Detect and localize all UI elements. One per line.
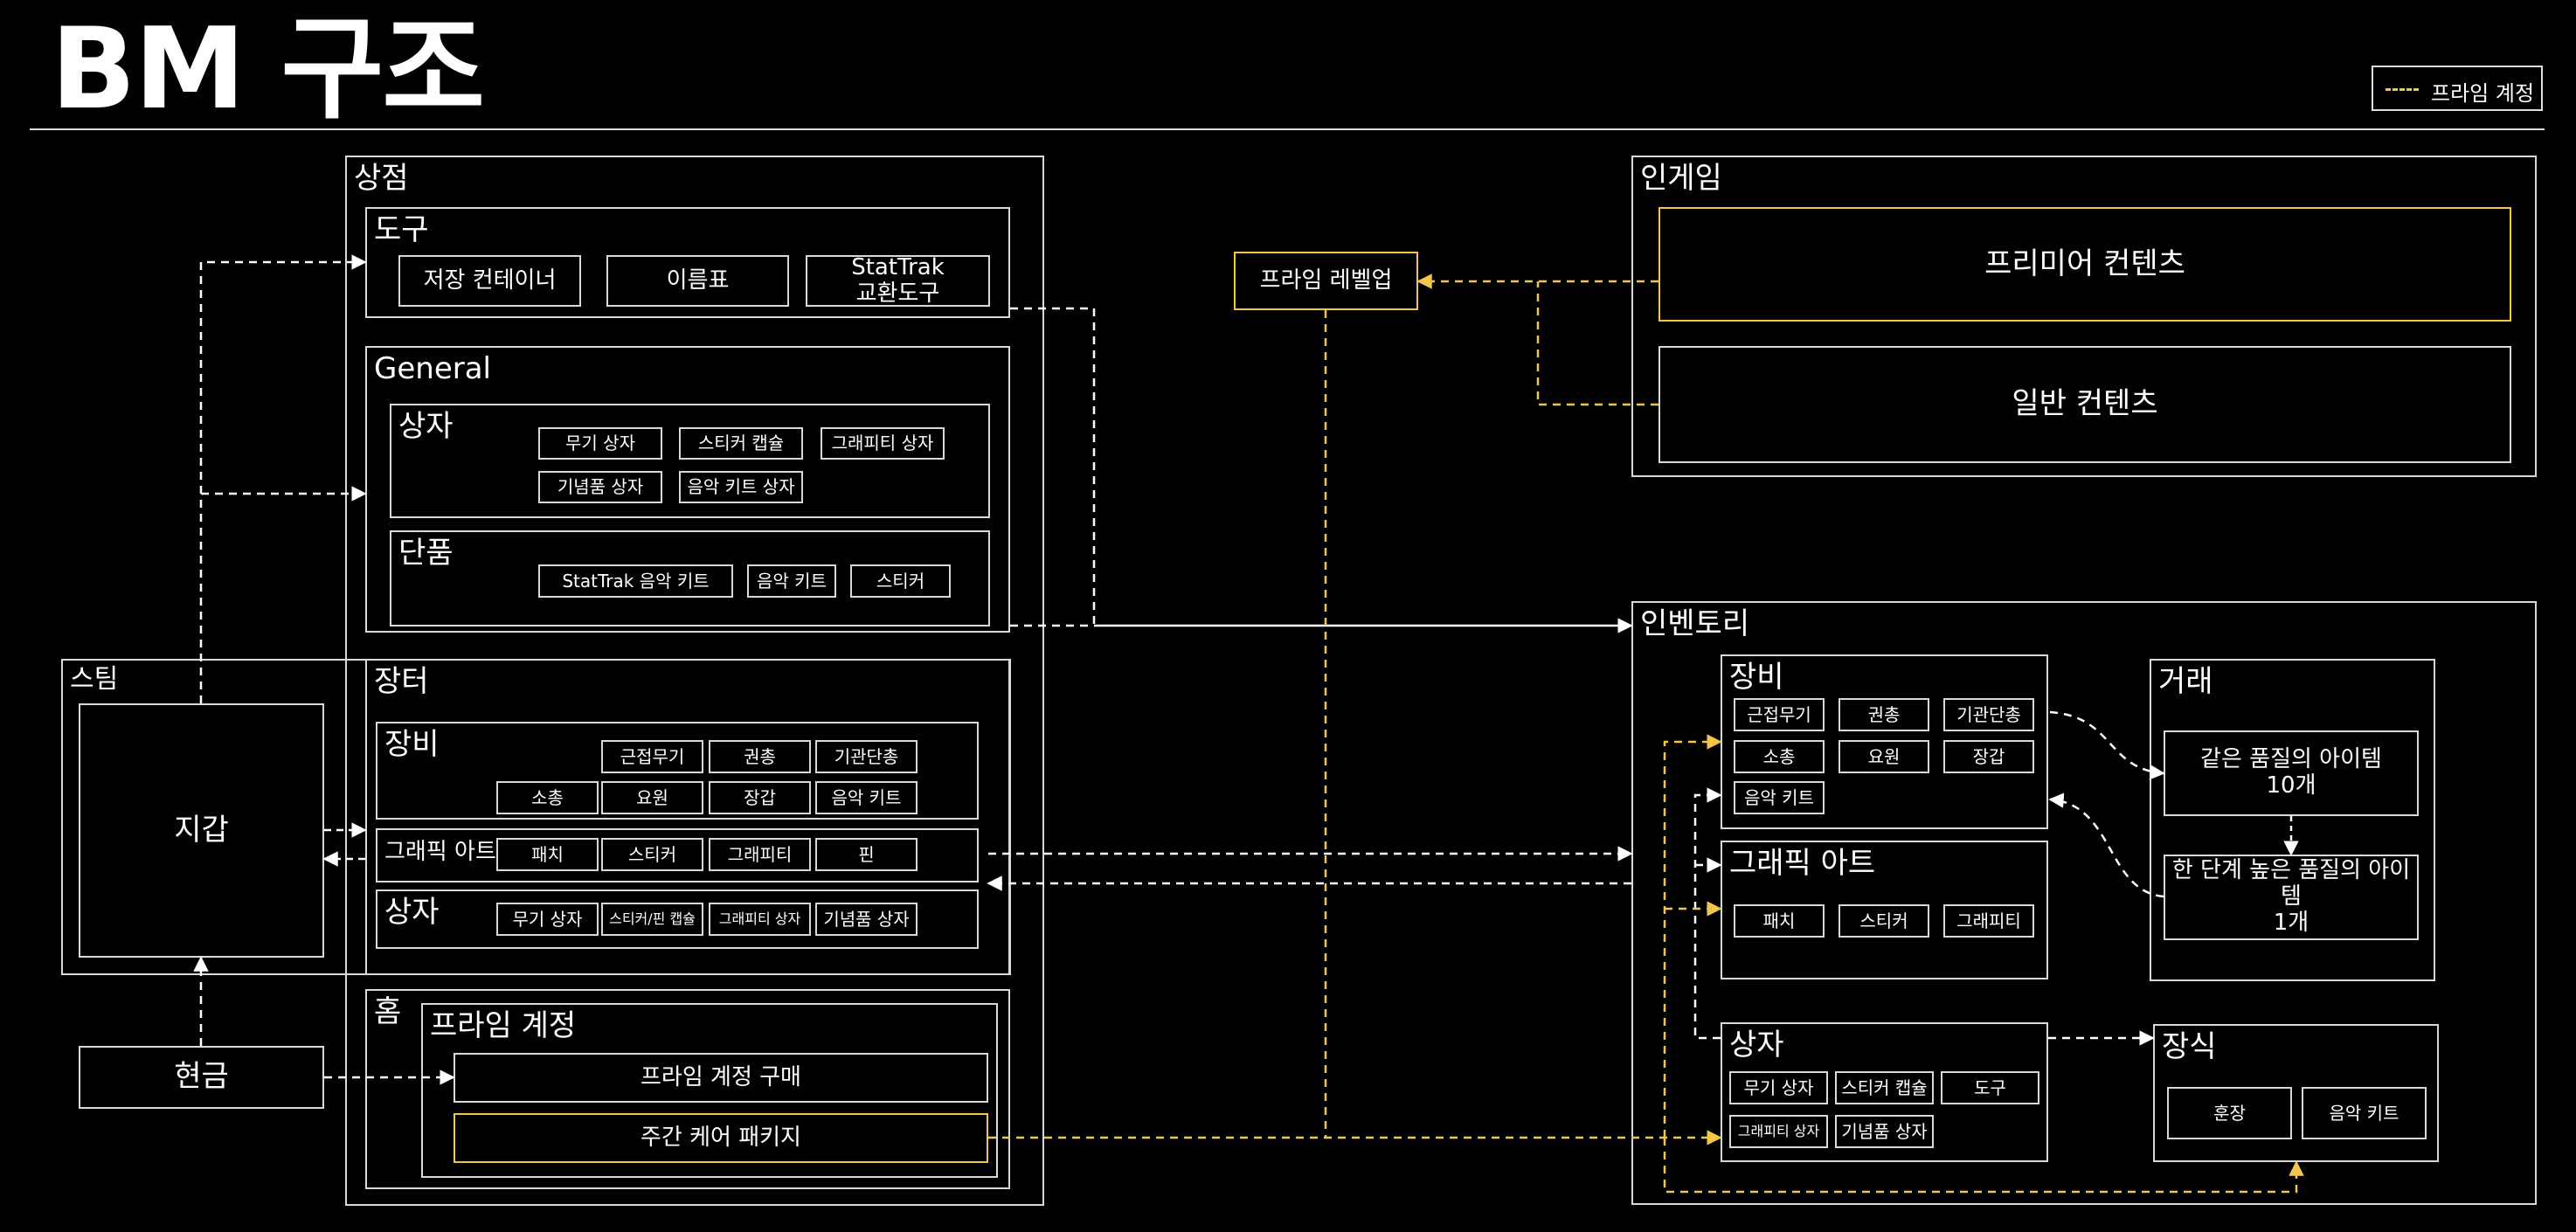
general-box-souvenir: 기념품 상자 bbox=[538, 471, 662, 503]
general-singles-group: 단품 bbox=[390, 530, 990, 626]
market-graphic-label: 그래픽 아트 bbox=[384, 839, 496, 865]
inventory-equip-music: 음악 키트 bbox=[1734, 781, 1825, 814]
market-boxes-label: 상자 bbox=[384, 895, 440, 930]
market-equip-agent: 요원 bbox=[601, 781, 703, 814]
general-label: General bbox=[374, 351, 491, 386]
market-graphic-group: 그래픽 아트 bbox=[376, 828, 979, 882]
general-single-music: 음악 키트 bbox=[747, 564, 836, 598]
link-normal-levelup bbox=[1536, 281, 1658, 406]
market-graphic-pin: 핀 bbox=[815, 838, 918, 871]
market-box-sticker-pin: 스티커/핀 캡슐 bbox=[601, 903, 703, 936]
link-tools-inventory bbox=[1010, 307, 1096, 626]
market-box-weapon: 무기 상자 bbox=[496, 903, 599, 936]
normal-content-box: 일반 컨텐츠 bbox=[1658, 346, 2511, 463]
link-prime-decor bbox=[1663, 1138, 2304, 1194]
tools-item-storage: 저장 컨테이너 bbox=[398, 255, 581, 307]
shop-label: 상점 bbox=[354, 161, 409, 196]
inventory-equip-smg: 기관단총 bbox=[1943, 698, 2034, 731]
prime-account-group: 프라임 계정 bbox=[421, 1003, 998, 1178]
inventory-equip-group: 장비 bbox=[1721, 654, 2048, 829]
general-single-sticker: 스티커 bbox=[850, 564, 951, 598]
legend-prime-line bbox=[2386, 88, 2419, 91]
decor-label: 장식 bbox=[2162, 1029, 2217, 1064]
general-single-stattrak-music: StatTrak 음악 키트 bbox=[538, 564, 733, 598]
inventory-graphic-sticker: 스티커 bbox=[1839, 904, 1929, 938]
inventory-graphic-patch: 패치 bbox=[1734, 904, 1825, 938]
market-graphic-graffiti: 그래피티 bbox=[709, 838, 811, 871]
legend: 프라임 계정 bbox=[2372, 66, 2543, 111]
inventory-equip-melee: 근접무기 bbox=[1734, 698, 1825, 731]
prime-account-label: 프라임 계정 bbox=[430, 1008, 577, 1043]
market-boxes-group: 상자 bbox=[376, 889, 979, 949]
link-wallet-tools bbox=[199, 254, 367, 703]
market-equip-rifle: 소총 bbox=[496, 781, 599, 814]
page-title: BM 구조 bbox=[51, 4, 485, 135]
inventory-equip-rifle: 소총 bbox=[1734, 740, 1825, 773]
tools-item-stattrak: StatTrak 교환도구 bbox=[806, 254, 990, 307]
market-graphic-patch: 패치 bbox=[496, 838, 599, 871]
market-equip-gloves: 장갑 bbox=[709, 781, 811, 814]
cash-box: 현금 bbox=[79, 1046, 324, 1109]
inventory-equip-agent: 요원 bbox=[1839, 740, 1929, 773]
inventory-equip-label: 장비 bbox=[1729, 660, 1784, 695]
tools-item-nametag: 이름표 bbox=[606, 255, 789, 307]
inventory-box-tool: 도구 bbox=[1941, 1071, 2039, 1104]
ingame-label: 인게임 bbox=[1640, 161, 1722, 196]
general-boxes-label: 상자 bbox=[398, 409, 454, 444]
weekly-care-package-box: 주간 케어 패키지 bbox=[454, 1113, 988, 1163]
inventory-group: 인벤토리 bbox=[1631, 601, 2537, 1205]
trade-same-quality-box: 같은 품질의 아이템 10개 bbox=[2164, 730, 2419, 816]
legend-prime-label: 프라임 계정 bbox=[2431, 81, 2535, 106]
general-singles-label: 단품 bbox=[398, 536, 454, 571]
tools-label: 도구 bbox=[374, 212, 429, 247]
inventory-boxes-group: 상자 bbox=[1721, 1022, 2048, 1162]
prime-levelup-box: 프라임 레벨업 bbox=[1234, 252, 1418, 310]
inventory-box-souvenir: 기념품 상자 bbox=[1835, 1115, 1934, 1148]
inventory-graphic-label: 그래픽 아트 bbox=[1729, 846, 1876, 881]
general-box-sticker: 스티커 캡슐 bbox=[679, 427, 803, 460]
inventory-equip-pistol: 권총 bbox=[1839, 698, 1929, 731]
inventory-boxes-label: 상자 bbox=[1729, 1028, 1784, 1062]
market-equip-group: 장비 bbox=[376, 722, 979, 820]
market-equip-label: 장비 bbox=[384, 727, 440, 762]
decor-music: 음악 키트 bbox=[2302, 1087, 2427, 1139]
steam-label: 스팀 bbox=[70, 664, 119, 695]
inventory-box-graffiti: 그래피티 상자 bbox=[1729, 1115, 1828, 1148]
inventory-label: 인벤토리 bbox=[1640, 606, 1750, 641]
market-group: 장터 bbox=[365, 659, 1010, 975]
link-boxes-internal bbox=[1693, 787, 1722, 1040]
market-box-souvenir: 기념품 상자 bbox=[815, 903, 918, 936]
general-box-music: 음악 키트 상자 bbox=[679, 471, 803, 503]
market-equip-smg: 기관단총 bbox=[815, 740, 918, 773]
link-equip-trade bbox=[2049, 710, 2165, 780]
general-box-weapon: 무기 상자 bbox=[538, 427, 662, 460]
market-equip-pistol: 권총 bbox=[709, 740, 811, 773]
market-label: 장터 bbox=[374, 664, 429, 699]
market-equip-music: 음악 키트 bbox=[815, 781, 918, 814]
inventory-graphic-group: 그래픽 아트 bbox=[1721, 841, 2048, 979]
link-trade-equip bbox=[2048, 792, 2164, 898]
general-box-graffiti: 그래피티 상자 bbox=[821, 427, 945, 460]
inventory-box-weapon: 무기 상자 bbox=[1729, 1071, 1828, 1104]
prime-buy-box: 프라임 계정 구매 bbox=[454, 1053, 988, 1103]
trade-label: 거래 bbox=[2158, 664, 2213, 699]
inventory-graphic-graffiti: 그래피티 bbox=[1943, 904, 2034, 938]
shop-group: 상점 bbox=[345, 156, 1044, 1206]
decor-medal: 훈장 bbox=[2167, 1087, 2292, 1139]
inventory-box-sticker: 스티커 캡슐 bbox=[1835, 1071, 1934, 1104]
market-box-graffiti: 그래피티 상자 bbox=[709, 903, 811, 936]
inventory-equip-gloves: 장갑 bbox=[1943, 740, 2034, 773]
market-graphic-sticker: 스티커 bbox=[601, 838, 703, 871]
home-label: 홈 bbox=[374, 994, 402, 1029]
market-equip-melee: 근접무기 bbox=[601, 740, 703, 773]
trade-group: 거래 bbox=[2150, 659, 2435, 981]
link-prime-equip bbox=[1663, 734, 1722, 1138]
title-divider bbox=[30, 128, 2545, 130]
premier-content-box: 프리미어 컨텐츠 bbox=[1658, 207, 2511, 322]
home-group: 홈 bbox=[365, 989, 1010, 1189]
general-boxes-group: 상자 bbox=[390, 404, 990, 518]
ingame-group: 인게임 bbox=[1631, 156, 2537, 477]
